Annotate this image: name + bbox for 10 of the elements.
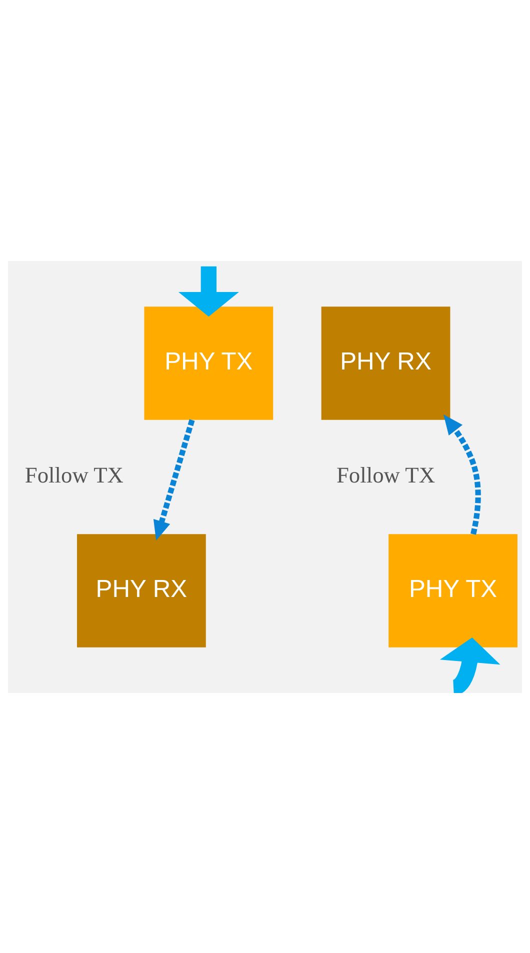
node-label: Follow TX (336, 462, 436, 488)
arrow (440, 637, 500, 692)
node-box: PHY TX (144, 306, 274, 420)
node-box: PHY RX (76, 534, 206, 647)
arrow (178, 266, 239, 316)
arrow (444, 414, 481, 534)
node-label: Follow TX (24, 462, 124, 488)
node-box: PHY TX (388, 534, 518, 647)
arrow (153, 418, 195, 540)
node-box: PHY RX (321, 306, 450, 420)
